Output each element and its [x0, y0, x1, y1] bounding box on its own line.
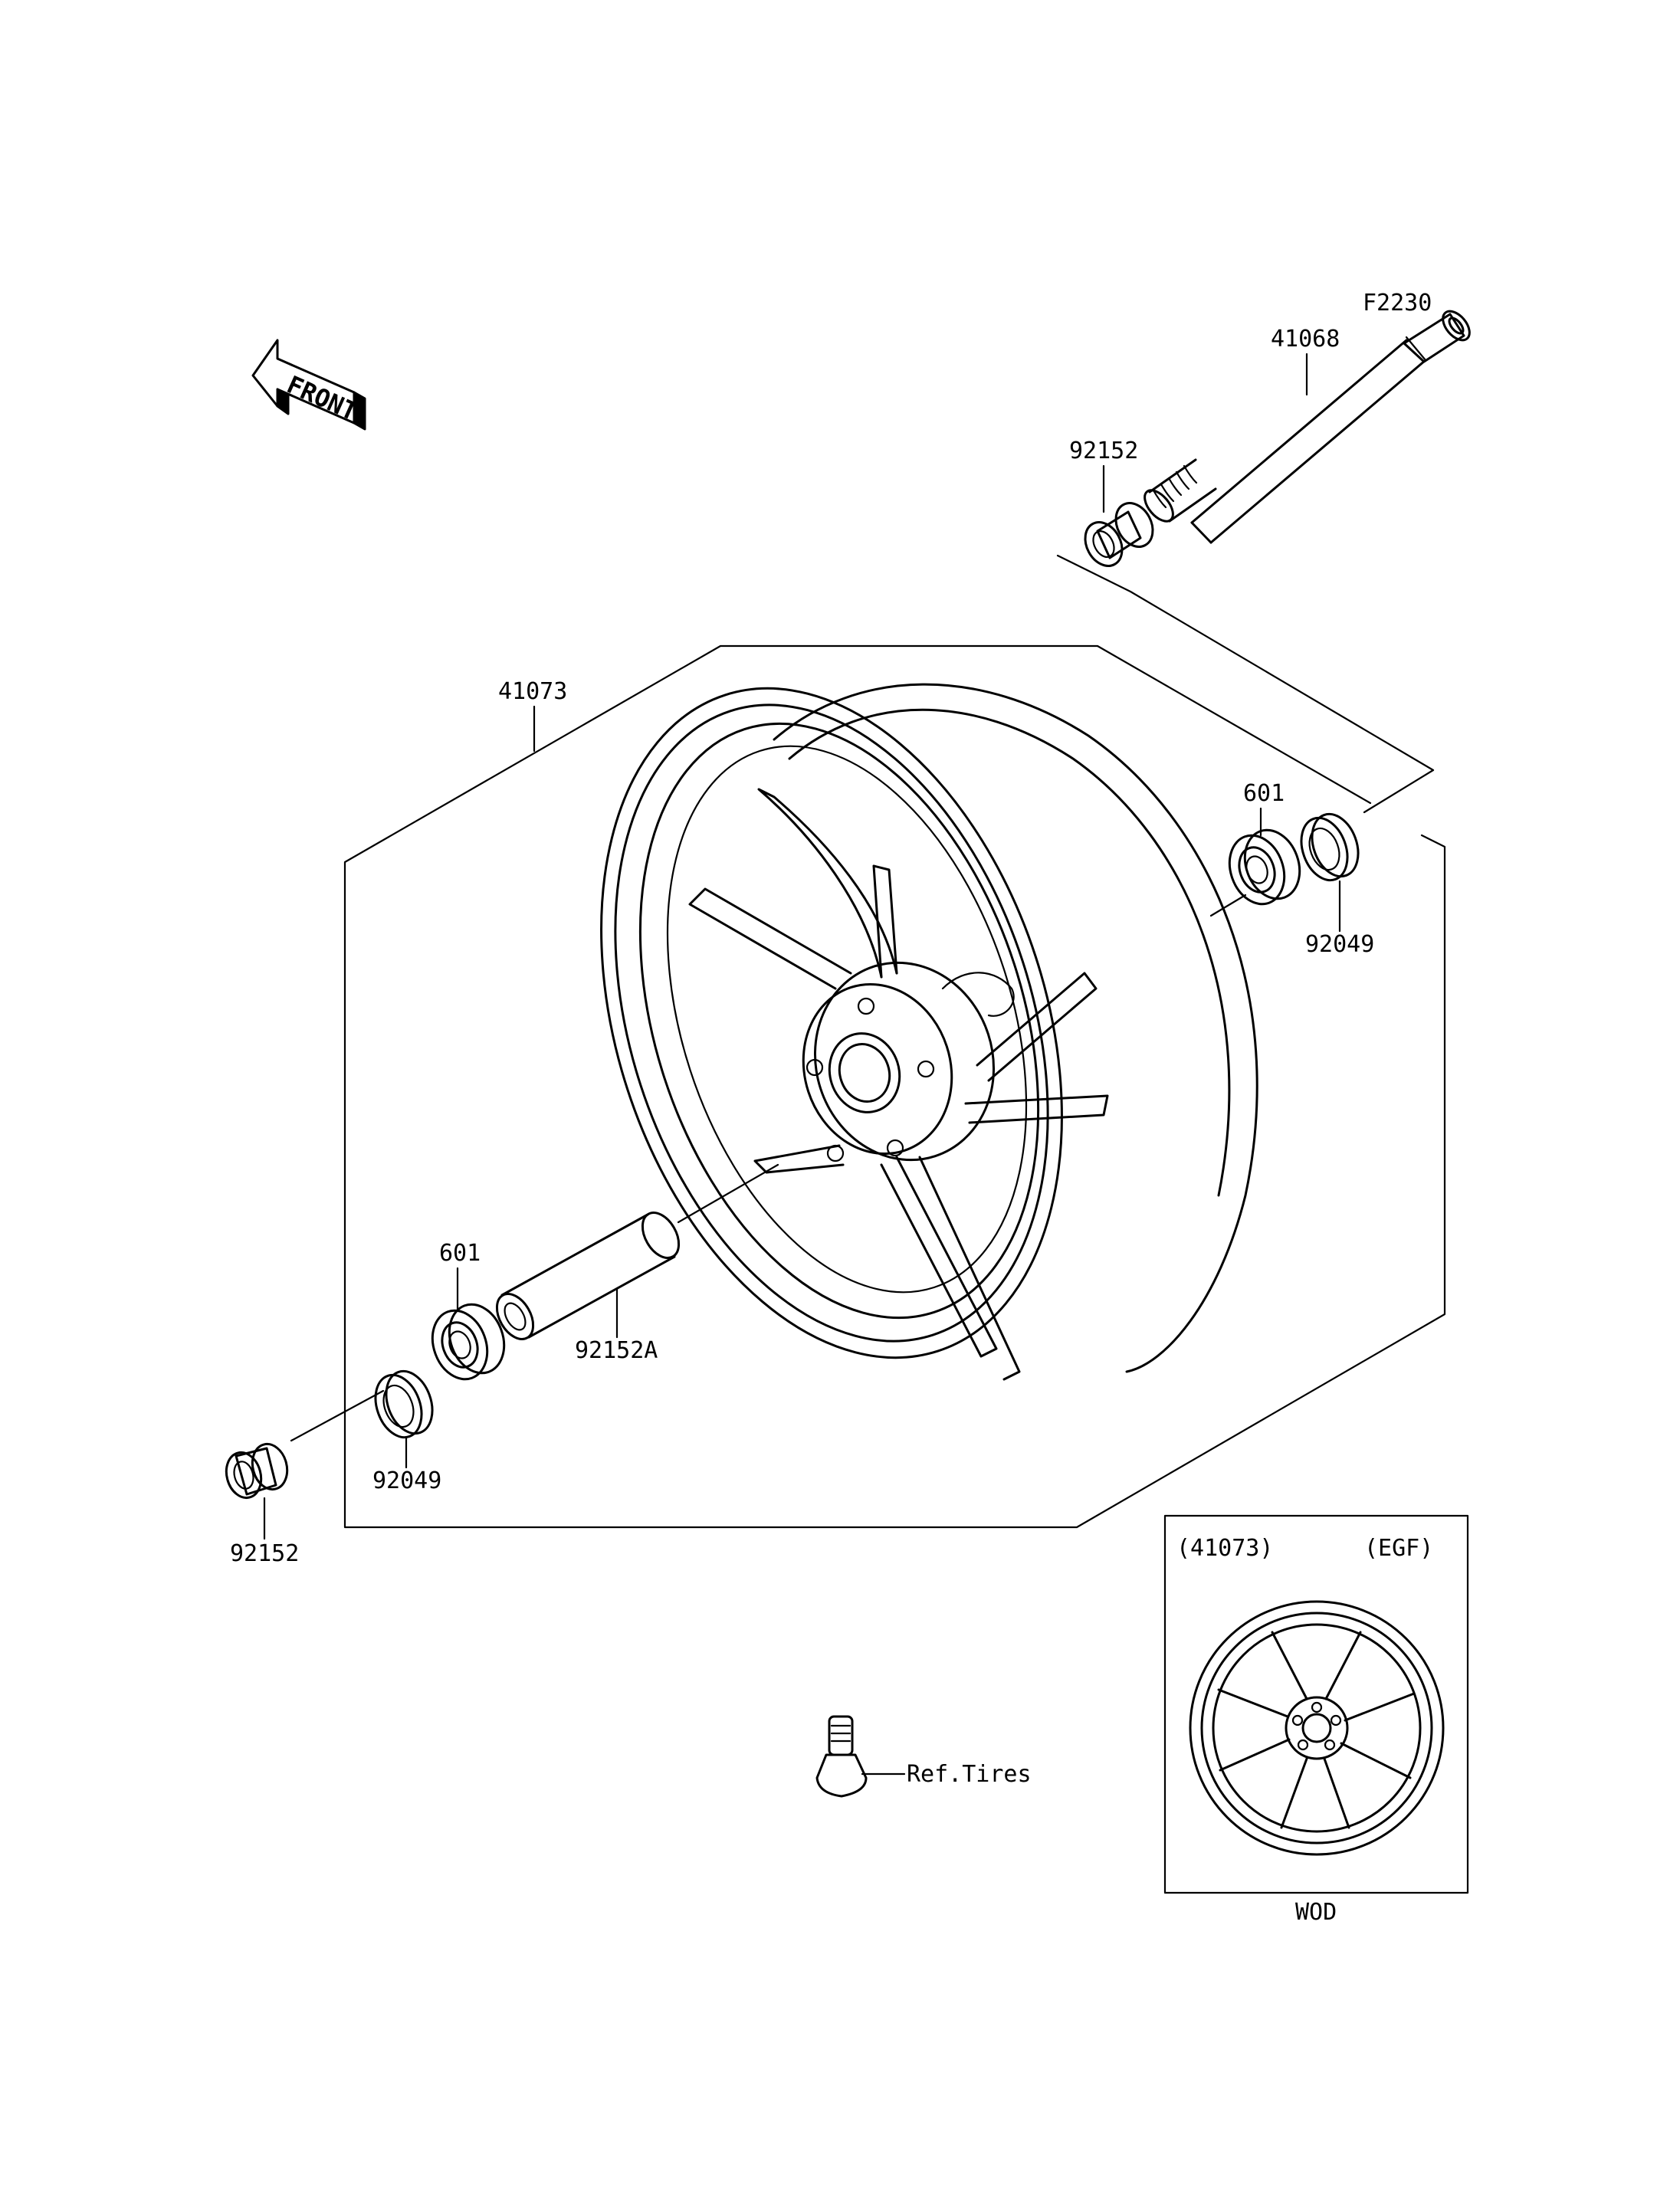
collar-left: [225, 1442, 289, 1500]
bearing-right: [1228, 828, 1301, 906]
callout-valve-ref: Ref.Tires: [907, 1761, 1032, 1788]
axle-threads: [1144, 458, 1217, 523]
seal-right: [1300, 812, 1360, 882]
inset-variant: (EGF): [1364, 1535, 1433, 1562]
wheel-spokes: [688, 788, 1109, 1381]
callout-axle-nut: F2230: [1363, 290, 1432, 316]
front-wheel: [600, 683, 1258, 1381]
callout-wheel: 41073: [498, 678, 567, 705]
bearing-left: [431, 1303, 506, 1381]
callout-seal-right: 92049: [1305, 931, 1374, 958]
callout-seal-left: 92049: [372, 1467, 441, 1494]
tire-valve-icon: [815, 1715, 868, 1798]
callout-bearing-left: 601: [439, 1240, 481, 1267]
front-axle: [1144, 310, 1471, 544]
callout-spacer: 92152A: [575, 1337, 658, 1364]
seal-left: [374, 1369, 434, 1439]
callout-axle: 41068: [1271, 326, 1340, 353]
inset-wheel-icon: [1189, 1600, 1445, 1856]
wheel-assembly-outline: [343, 554, 1446, 1529]
callout-collar-left: 92152: [230, 1540, 299, 1567]
callout-bearing-right: 601: [1243, 780, 1285, 807]
wheel-hub: [802, 961, 996, 1162]
callout-collar-right: 92152: [1069, 438, 1138, 464]
front-arrow-icon: FRONT: [251, 339, 366, 431]
spacer: [495, 1163, 779, 1340]
variant-inset: (41073) (EGF) WOD: [1163, 1514, 1469, 1926]
collar-right: [1084, 502, 1154, 567]
inset-part-number: (41073): [1176, 1535, 1273, 1562]
inset-color-code: WOD: [1295, 1899, 1337, 1926]
